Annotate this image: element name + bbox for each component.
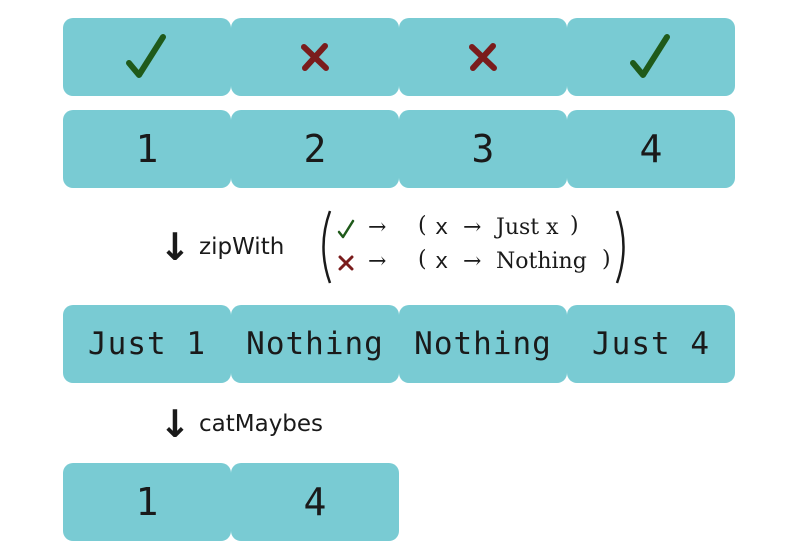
result-cell: 4 (231, 463, 399, 541)
lambda-expression: → ( x → Just x ) → ( x → Nothing ) (315, 207, 635, 287)
paren-open-icon (322, 210, 332, 284)
paren-icon: ( (418, 213, 427, 238)
value-cell: 4 (567, 110, 735, 188)
paren-close-icon (615, 210, 625, 284)
result-row: 1 4 (63, 463, 399, 541)
lambda-var: x (435, 215, 449, 240)
lambda-result: Nothing (496, 249, 587, 274)
cross-icon (338, 255, 354, 271)
arrow-icon: → (368, 249, 387, 274)
value-cell: 3 (399, 110, 567, 188)
maybe-cell: Nothing (231, 305, 399, 383)
maybe-cell: Nothing (399, 305, 567, 383)
catmaybes-label: catMaybes (199, 411, 324, 437)
cross-icon (301, 43, 329, 71)
result-cell: 1 (63, 463, 231, 541)
maybes-row: Just 1 Nothing Nothing Just 4 (63, 305, 735, 383)
mask-row (63, 18, 735, 96)
arrow-icon: → (463, 215, 482, 240)
zipwith-label: zipWith (199, 234, 285, 260)
mask-cell-4 (567, 18, 735, 96)
paren-icon: ( (418, 247, 427, 272)
mask-cell-2 (231, 18, 399, 96)
down-arrow-icon: ↓ (159, 402, 191, 446)
zipwith-step: ↓ zipWith (155, 228, 284, 266)
cross-icon (469, 43, 497, 71)
check-icon (630, 34, 670, 78)
mask-cell-3 (399, 18, 567, 96)
value-cell: 1 (63, 110, 231, 188)
arrow-icon: → (368, 215, 387, 240)
check-icon (126, 34, 166, 78)
lambda-result: Just x (496, 215, 559, 240)
maybe-cell: Just 1 (63, 305, 231, 383)
arrow-icon: → (463, 249, 482, 274)
maybe-cell: Just 4 (567, 305, 735, 383)
value-cell: 2 (231, 110, 399, 188)
paren-icon: ) (570, 213, 579, 238)
values-row: 1 2 3 4 (63, 110, 735, 188)
paren-icon: ) (602, 247, 611, 272)
catmaybes-step: ↓ catMaybes (155, 405, 323, 443)
down-arrow-icon: ↓ (159, 225, 191, 269)
check-icon (337, 219, 355, 239)
lambda-var: x (435, 249, 449, 274)
mask-cell-1 (63, 18, 231, 96)
